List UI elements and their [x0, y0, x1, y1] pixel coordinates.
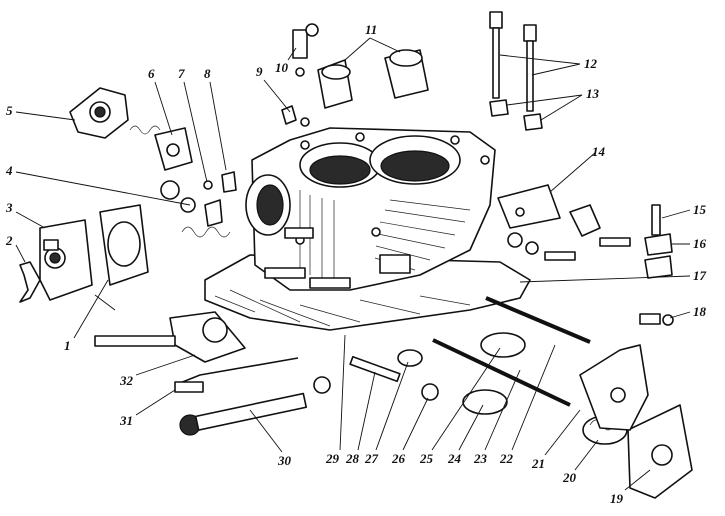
callout-15: 15 — [693, 202, 707, 217]
callout-3: 3 — [5, 200, 13, 215]
pump-cover-part-5 — [69, 87, 129, 139]
callout-24: 24 — [447, 451, 462, 466]
spring-part-6 — [129, 125, 161, 135]
callout-8: 8 — [204, 66, 211, 81]
callout-12: 12 — [584, 56, 598, 71]
valve-parts-7-8 — [203, 171, 237, 193]
shaft-part-22 — [485, 296, 591, 344]
bracket-part-14 — [497, 184, 601, 237]
bolt-part-18 — [639, 313, 674, 326]
callout-31: 31 — [119, 413, 133, 428]
leader-lines — [15, 37, 691, 491]
clip-part-16 — [644, 233, 673, 256]
callout-27: 27 — [364, 451, 379, 466]
nut-part-26 — [421, 383, 439, 401]
shaft-part-23 — [432, 338, 571, 407]
fitting-part-32 — [94, 311, 246, 363]
callout-9: 9 — [256, 64, 263, 79]
callout-18: 18 — [693, 304, 707, 319]
lever-part-21 — [579, 344, 649, 431]
callout-13: 13 — [586, 86, 600, 101]
callout-19: 19 — [610, 491, 624, 506]
callout-17: 17 — [693, 268, 707, 283]
needle-part-28 — [349, 355, 401, 383]
spring-part-27 — [397, 349, 423, 367]
callout-20: 20 — [562, 470, 577, 485]
callout-11: 11 — [365, 22, 377, 37]
fitting-part-9 — [281, 105, 310, 127]
callout-10: 10 — [275, 60, 289, 75]
washers-bolts — [507, 232, 631, 261]
callout-32: 32 — [119, 373, 134, 388]
tubes-part-11 — [317, 49, 429, 109]
callout-14: 14 — [592, 144, 606, 159]
carburetor-body — [204, 127, 531, 331]
callout-16: 16 — [693, 236, 707, 251]
callout-7: 7 — [178, 66, 185, 81]
plates-parts-24-25 — [462, 332, 526, 415]
callout-6: 6 — [148, 66, 155, 81]
fitting-part-10 — [292, 23, 319, 77]
idle-screw-part-30 — [179, 392, 308, 436]
callout-4: 4 — [5, 163, 13, 178]
pump-cover-part-3 — [39, 219, 93, 301]
callout-22: 22 — [499, 451, 514, 466]
pump-lever-part-2 — [19, 261, 41, 303]
callout-labels: 1 2 3 4 5 6 7 8 9 10 11 12 13 14 15 16 1… — [5, 22, 707, 506]
spring-part-4 — [160, 180, 231, 238]
callout-30: 30 — [277, 453, 292, 468]
plate-part-6 — [154, 127, 193, 171]
screws-part-12 — [489, 11, 537, 112]
wire-part-31 — [174, 357, 299, 393]
callout-23: 23 — [473, 451, 488, 466]
spring-part-29 — [313, 376, 331, 394]
callout-25: 25 — [419, 451, 434, 466]
diaphragm-part-1 — [94, 204, 149, 311]
callout-1: 1 — [64, 338, 71, 353]
clip-part-17 — [644, 255, 673, 279]
callout-21: 21 — [531, 456, 545, 471]
callout-26: 26 — [391, 451, 406, 466]
cover-part-19 — [627, 404, 693, 499]
callout-5: 5 — [6, 103, 13, 118]
callout-28: 28 — [345, 451, 360, 466]
screw-part-15 — [651, 204, 661, 236]
callout-2: 2 — [5, 233, 13, 248]
nuts-part-13 — [489, 99, 543, 131]
callout-29: 29 — [325, 451, 340, 466]
